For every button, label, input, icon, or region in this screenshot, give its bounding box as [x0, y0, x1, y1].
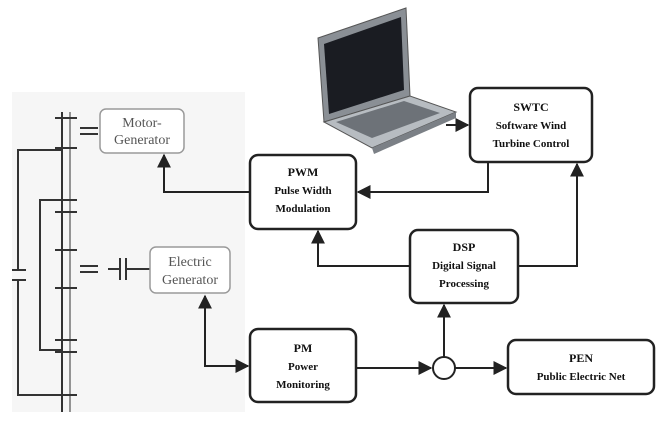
swtc-line3: Turbine Control: [493, 138, 570, 150]
swtc-block: SWTC Software Wind Turbine Control: [468, 86, 594, 164]
junction-node: [432, 356, 456, 380]
arrow-generator-pm: [198, 294, 250, 373]
pm-block: PM Power Monitoring: [248, 327, 358, 404]
dsp-title: DSP: [453, 240, 476, 254]
electric-generator-block: Electric Generator: [149, 246, 231, 294]
pen-line2: Public Electric Net: [537, 371, 626, 383]
dsp-line3: Processing: [439, 278, 489, 290]
arrow-dsp-pwm: [311, 229, 410, 267]
pm-line3: Monitoring: [276, 379, 330, 391]
motor-generator-line1: Motor-: [122, 116, 162, 131]
pm-title: PM: [294, 341, 313, 355]
electric-generator-line1: Electric: [168, 255, 212, 270]
swtc-line2: Software Wind: [496, 120, 567, 132]
arrow-dsp-swtc: [518, 162, 584, 267]
arrow-swtc-pwm: [356, 162, 489, 199]
laptop-icon: [317, 7, 458, 154]
pwm-line2: Pulse Width: [274, 185, 331, 197]
dsp-line2: Digital Signal: [432, 260, 496, 272]
pen-title: PEN: [569, 351, 593, 365]
swtc-title: SWTC: [513, 100, 548, 114]
pen-block: PEN Public Electric Net: [506, 338, 656, 396]
pm-line2: Power: [288, 361, 318, 373]
arrow-pwm-motor-generator: [157, 153, 250, 193]
connectors: [157, 118, 584, 375]
electric-generator-line2: Generator: [162, 273, 218, 288]
motor-generator-line2: Generator: [114, 133, 170, 148]
drivetrain-schematic: [12, 112, 150, 412]
dsp-block: DSP Digital Signal Processing: [408, 228, 520, 305]
pwm-title: PWM: [288, 165, 319, 179]
motor-generator-block: Motor- Generator: [99, 108, 185, 154]
pwm-block: PWM Pulse Width Modulation: [248, 153, 358, 231]
pwm-line3: Modulation: [275, 203, 330, 215]
